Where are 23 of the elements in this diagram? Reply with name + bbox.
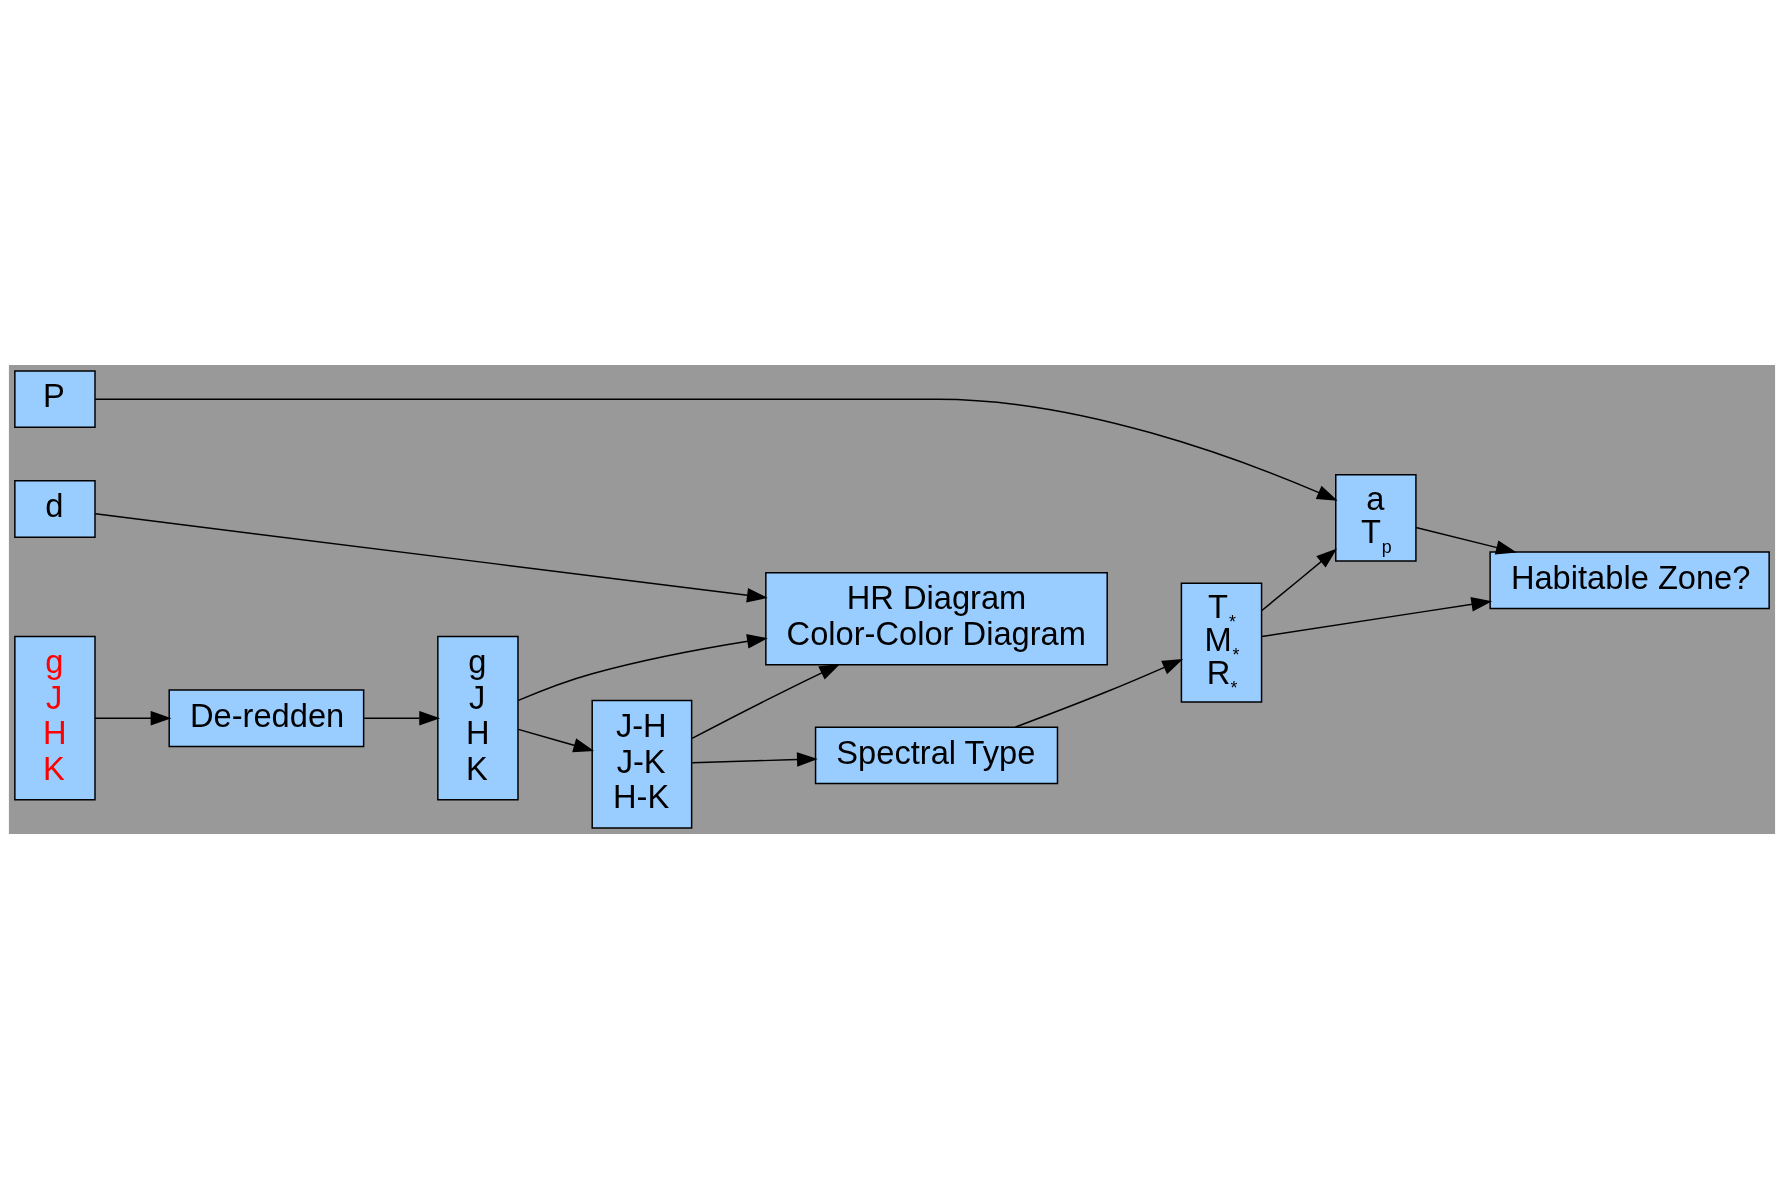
node-box: a T$_{p}$: [1335, 474, 1417, 562]
arrow: [94, 398, 1338, 501]
arrow: [517, 728, 595, 753]
arrow: [1415, 526, 1517, 555]
node-box: P: [14, 370, 96, 429]
arrow: [1014, 659, 1184, 728]
node-box: Spectral Type: [814, 726, 1059, 785]
node-box: De-redden: [168, 689, 365, 748]
arrow: [94, 710, 172, 726]
node-box: g J H K: [437, 635, 519, 801]
node-box: g J H K: [14, 635, 96, 801]
node-box: d: [14, 480, 96, 538]
arrow: [691, 663, 841, 740]
arrow: [1260, 548, 1338, 612]
arrow: [363, 710, 441, 726]
node-box: T$_{*}$ M$_{*}$ R$_{*}$: [1180, 582, 1263, 703]
node-box: HR Diagram Color-Color Diagram: [765, 572, 1108, 666]
arrow: [517, 634, 768, 702]
arrow: [1261, 597, 1493, 638]
arrow: [94, 513, 768, 603]
arrow: [691, 752, 818, 767]
node-box: Habitable Zone?: [1489, 551, 1770, 610]
node-box: J-H J-K H-K: [591, 699, 693, 829]
